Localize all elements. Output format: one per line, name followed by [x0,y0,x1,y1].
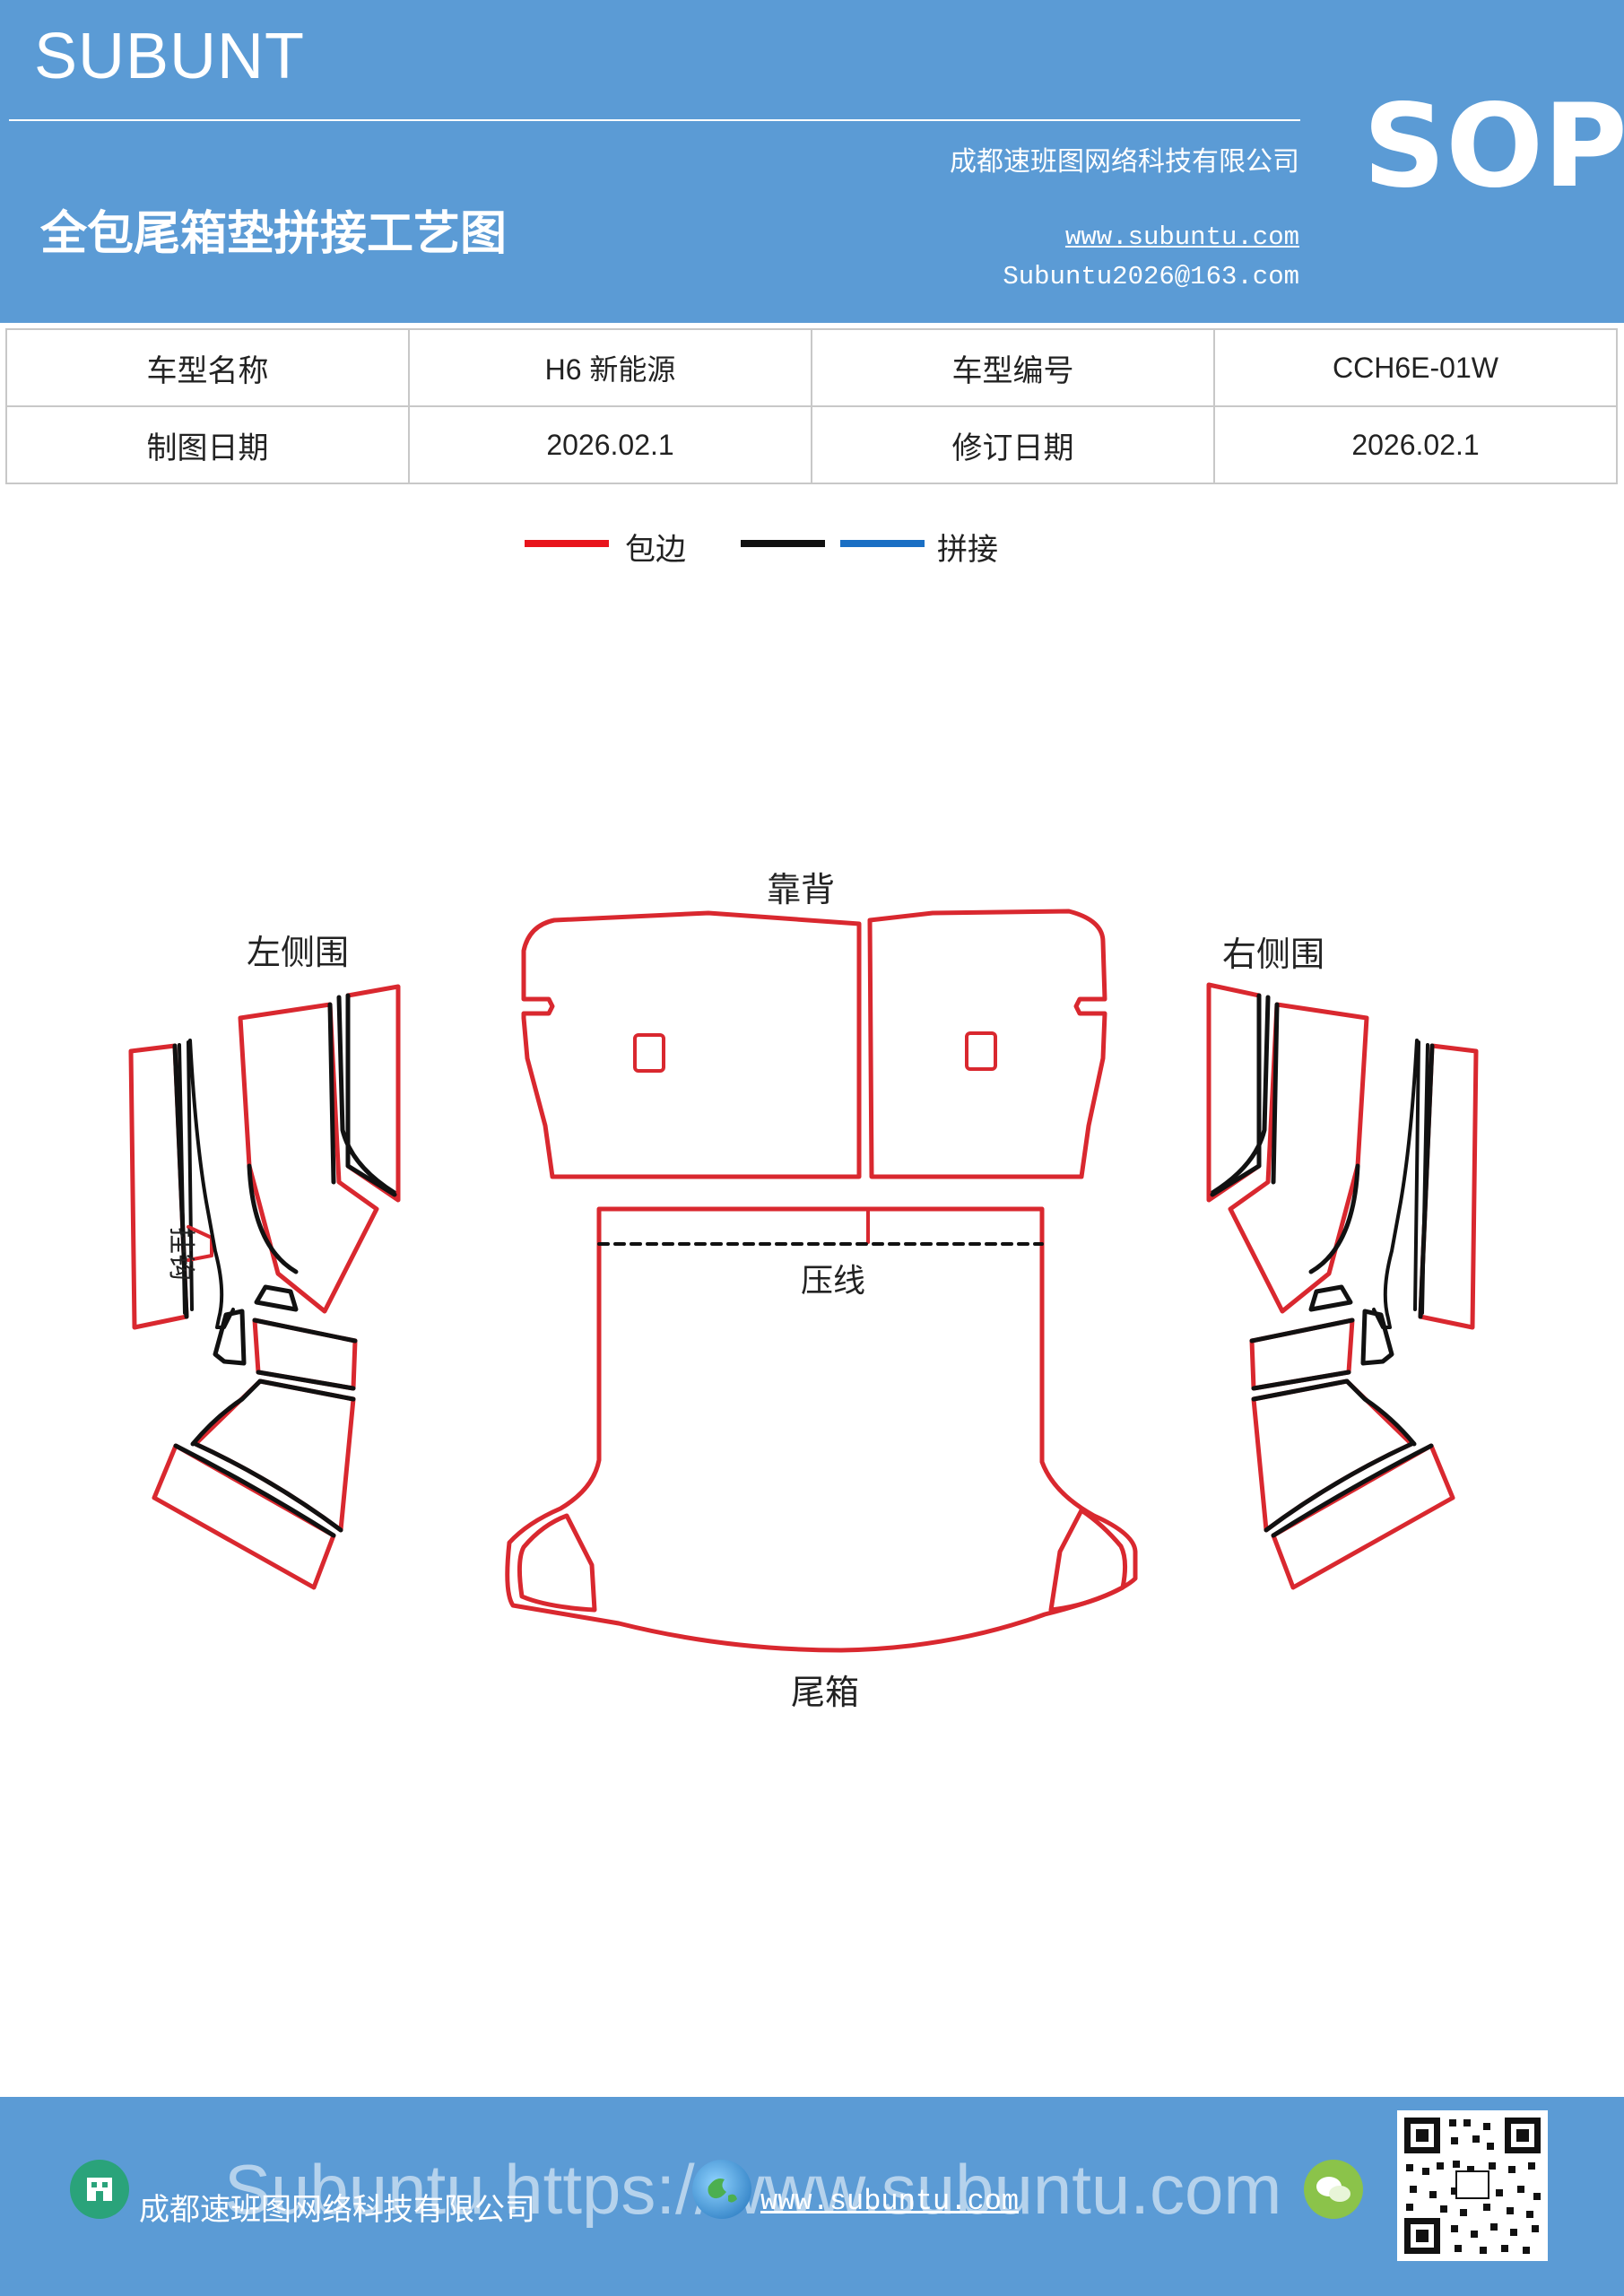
backrest-right-panel [867,909,1107,1179]
legend-swatch-seam [741,540,825,547]
label-press-line: 压线 [801,1263,865,1300]
label-hook: 挂钩 [165,1227,196,1281]
footer-website-link[interactable]: www.subuntu.com [760,2185,1020,2218]
legend-label-splice: 拼接 [937,532,998,568]
wechat-icon [1304,2160,1363,2219]
building-icon [70,2160,129,2219]
model-name-value: H6 新能源 [408,328,812,407]
legend-swatch-edge [525,540,609,547]
table-row: 车型名称 H6 新能源 车型编号 CCH6E-01W [5,328,1618,407]
backrest-left-panel [521,910,862,1179]
revision-date-value: 2026.02.1 [1213,405,1618,484]
model-name-label: 车型名称 [5,328,410,407]
model-code-label: 车型编号 [811,328,1215,407]
sop-badge: SOP [1363,80,1624,213]
line-legend: 包边 拼接 [0,525,1624,570]
company-name: 成都速班图网络科技有限公司 [950,146,1299,178]
website-link[interactable]: www.subuntu.com [1064,222,1299,252]
qr-code [1397,2110,1548,2261]
legend-label-edge: 包边 [625,532,686,568]
drawing-date-value: 2026.02.1 [408,405,812,484]
email-address: Subuntu2026@163.com [1003,262,1299,291]
label-backrest: 靠背 [767,870,835,909]
globe-icon [692,2160,751,2219]
table-row: 制图日期 2026.02.1 修订日期 2026.02.1 [5,405,1618,484]
trunk-right-corner-piece [1048,1508,1128,1613]
label-left-side: 左侧围 [247,933,349,972]
footer-banner: Subuntu https://www.subuntu.com 成都速班图网络科… [0,2097,1624,2296]
trunk-left-corner-piece [517,1513,597,1613]
brand-name: SUBUNT [34,21,306,92]
backrest-left-slot [633,1033,665,1073]
label-trunk: 尾箱 [791,1673,859,1712]
backrest-right-slot [965,1031,997,1071]
right-side-cover [1206,982,1479,1590]
vehicle-info-table: 车型名称 H6 新能源 车型编号 CCH6E-01W 制图日期 2026.02.… [5,328,1618,484]
label-right-side: 右侧围 [1222,935,1324,974]
header-divider [9,119,1300,121]
footer-watermark: Subuntu https://www.subuntu.com [224,2150,1282,2229]
footer-company: 成都速班图网络科技有限公司 [139,2192,535,2228]
left-side-cover [128,984,401,1590]
model-code-value: CCH6E-01W [1213,328,1618,407]
legend-swatch-splice [840,540,925,547]
document-title: 全包尾箱垫拼接工艺图 [40,206,508,261]
revision-date-label: 修订日期 [811,405,1215,484]
trunk-floor-panel [505,1206,1138,1653]
header-banner: SUBUNT SOP 全包尾箱垫拼接工艺图 成都速班图网络科技有限公司 www.… [0,0,1624,323]
drawing-date-label: 制图日期 [5,405,410,484]
